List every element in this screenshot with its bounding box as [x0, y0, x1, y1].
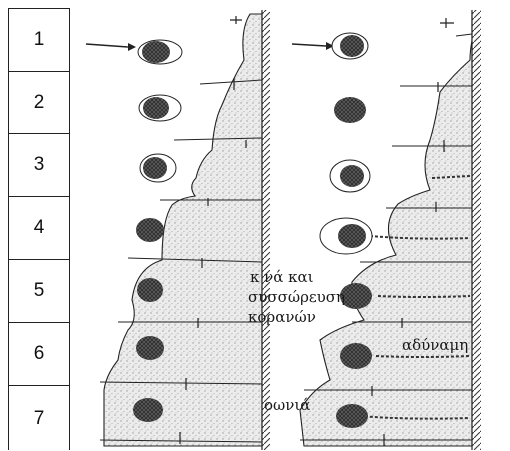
annotation-weak: αδύναμη	[402, 336, 468, 354]
right-arrow-icon	[292, 42, 334, 50]
right-panel	[292, 10, 481, 450]
annotation-line3: κορανών	[248, 308, 316, 326]
annotation-corner: οωνιά	[264, 396, 310, 414]
left-stipple-fill	[104, 14, 262, 446]
left-wall	[262, 10, 270, 450]
annotation-line1: κ νά και	[250, 268, 314, 286]
left-panel	[86, 10, 270, 450]
left-arrow-icon	[86, 43, 136, 51]
right-wall	[472, 10, 481, 450]
annotation-line2: συσσώρευση	[248, 288, 345, 306]
